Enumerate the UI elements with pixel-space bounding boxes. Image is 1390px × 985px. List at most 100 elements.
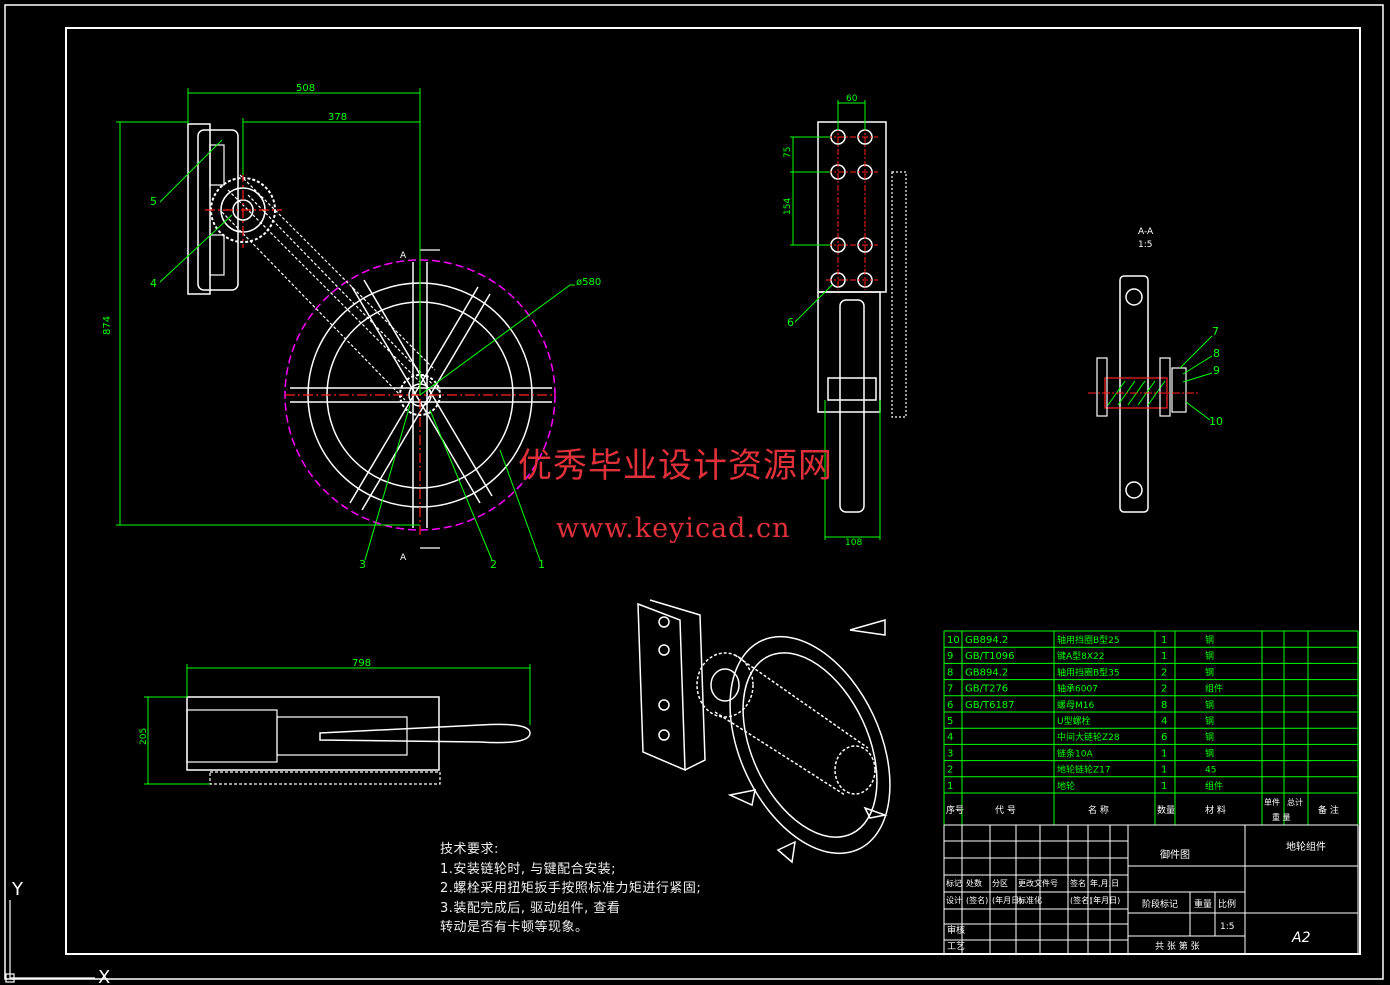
bom-cell-code: GB/T6187 xyxy=(965,700,1015,711)
dim-75: 75 xyxy=(783,147,793,158)
bom-cell-no: 1 xyxy=(947,781,953,792)
bom-cell-no: 3 xyxy=(947,748,953,759)
bom-cell-material: 45 xyxy=(1205,766,1216,776)
bom-cell-name: 地轮链轮Z17 xyxy=(1057,764,1111,776)
title-block-label: (年月日) xyxy=(992,895,1022,905)
bom-cell-name: 轴承6007 xyxy=(1057,683,1098,695)
bom-cell-no: 9 xyxy=(947,651,953,662)
bom-cell-no: 2 xyxy=(947,765,953,776)
bom-cell-no: 6 xyxy=(947,700,953,711)
tech-item: 1.安装链轮时, 与键配合安装; xyxy=(440,861,617,877)
title-block-label: 设计 xyxy=(946,895,962,905)
title-block-label: 签名 xyxy=(1070,878,1086,888)
title-block-label: 标准化 xyxy=(1018,895,1042,905)
bom-cell-material: 钢 xyxy=(1205,650,1214,662)
bom-header-weight: 重 量 xyxy=(1272,812,1291,822)
watermark-title: 优秀毕业设计资源网 xyxy=(518,446,833,486)
bom-cell-qty: 2 xyxy=(1161,667,1167,678)
dim-108: 108 xyxy=(845,538,862,548)
callout-6: 6 xyxy=(787,316,794,329)
bom-cell-material: 组件 xyxy=(1205,683,1223,695)
callout-2: 2 xyxy=(490,558,497,571)
bom-cell-qty: 6 xyxy=(1161,732,1167,743)
bom-cell-qty: 8 xyxy=(1161,700,1167,711)
callout-5: 5 xyxy=(150,195,157,208)
weight-label: 重量 xyxy=(1194,898,1212,910)
process-label: 工艺 xyxy=(947,941,965,952)
title-block-label: 年,月,日 xyxy=(1090,878,1119,888)
title-block-label: (签名) xyxy=(1070,895,1092,905)
tech-item: 2.螺栓采用扭矩扳手按照标准力矩进行紧固; xyxy=(440,881,702,896)
dim-60: 60 xyxy=(846,94,858,104)
bom-header-remark: 备 注 xyxy=(1318,804,1339,816)
axis-y-label: Y xyxy=(11,879,24,900)
bom-header-material: 材 料 xyxy=(1205,804,1226,816)
bom-cell-code: GB/T276 xyxy=(965,684,1008,695)
review-label: 审核 xyxy=(947,924,965,936)
bom-cell-code: GB894.2 xyxy=(965,635,1008,646)
dim-508: 508 xyxy=(296,83,315,94)
callout-4: 4 xyxy=(150,277,157,290)
bom-header-name: 名 称 xyxy=(1088,804,1109,816)
inner-frame xyxy=(65,27,1361,955)
bom-cell-qty: 1 xyxy=(1161,748,1167,759)
bom-cell-code: GB/T1096 xyxy=(965,651,1015,662)
bom-header-total: 总计 xyxy=(1287,797,1303,807)
bom-cell-material: 钢 xyxy=(1205,699,1214,711)
bom-cell-no: 8 xyxy=(947,667,953,678)
bom-cell-name: 螺母M16 xyxy=(1057,700,1094,711)
section-scale: 1:5 xyxy=(1138,240,1152,250)
title-block-label: 标记 xyxy=(946,878,962,888)
top-view: 798 205 xyxy=(139,658,531,785)
dim-378: 378 xyxy=(328,112,347,123)
company-label: 御件图 xyxy=(1160,848,1190,861)
bom-cell-qty: 1 xyxy=(1161,765,1167,776)
bom-cell-no: 5 xyxy=(947,716,953,727)
title-block-label: 更改文件号 xyxy=(1018,878,1058,888)
drawing-name: 地轮组件 xyxy=(1286,840,1326,853)
bom-cell-material: 钢 xyxy=(1205,731,1214,743)
dim-874: 874 xyxy=(102,316,113,335)
bom-cell-name: 地轮 xyxy=(1057,780,1075,792)
bom-cell-code: GB894.2 xyxy=(965,667,1008,678)
bom-cell-name: 链条10A xyxy=(1057,747,1093,759)
callout-9: 9 xyxy=(1213,364,1220,377)
bom-cell-qty: 1 xyxy=(1161,781,1167,792)
technical-requirements: 技术要求: 1.安装链轮时, 与键配合安装; 2.螺栓采用扭矩扳手按照标准力矩进… xyxy=(440,840,701,938)
bom-cell-material: 组件 xyxy=(1205,780,1223,792)
tech-item: 3.装配完成后, 驱动组件, 查看 xyxy=(440,900,621,916)
section-title: A-A xyxy=(1138,227,1154,237)
paper-size: A2 xyxy=(1291,930,1311,946)
callout-3: 3 xyxy=(359,558,366,571)
bom-cell-name: 中间大链轮Z28 xyxy=(1057,731,1120,743)
dim-154: 154 xyxy=(783,198,793,215)
dim-diameter: ø580 xyxy=(576,277,601,288)
bom-cell-material: 钢 xyxy=(1205,715,1214,727)
bom-cell-no: 4 xyxy=(947,732,953,743)
callout-10: 10 xyxy=(1209,415,1223,428)
bom-cell-qty: 2 xyxy=(1161,684,1167,695)
scale-label: 比例 xyxy=(1218,898,1236,910)
tech-item: 转动是否有卡顿等现象。 xyxy=(440,920,589,935)
bom-cell-material: 钢 xyxy=(1205,666,1214,678)
title-block-label: (年月日) xyxy=(1090,895,1120,905)
title-block-label: 分区 xyxy=(992,879,1008,888)
sheets-label: 共 张 第 张 xyxy=(1155,940,1200,952)
stage-label: 阶段标记 xyxy=(1142,898,1178,910)
ucs-icon xyxy=(5,900,95,983)
bom-cell-qty: 1 xyxy=(1161,635,1167,646)
dim-205: 205 xyxy=(139,728,149,745)
bom-cell-material: 钢 xyxy=(1205,747,1214,759)
bom-cell-name: U型螺栓 xyxy=(1057,715,1091,727)
outer-frame xyxy=(4,4,1384,980)
bom-header-qty: 数量 xyxy=(1157,804,1175,816)
title-block-label: (签名) xyxy=(966,895,988,905)
bom-cell-name: 键A型8X22 xyxy=(1057,650,1105,662)
watermark-url: www.keyicad.cn xyxy=(556,513,791,544)
dim-798: 798 xyxy=(352,658,371,669)
bom-header-code: 代 号 xyxy=(995,805,1016,816)
tech-title: 技术要求: xyxy=(440,842,499,857)
section-mark-a-top: A xyxy=(400,251,407,261)
bom-cell-name: 轴用挡圈B型25 xyxy=(1057,634,1120,646)
